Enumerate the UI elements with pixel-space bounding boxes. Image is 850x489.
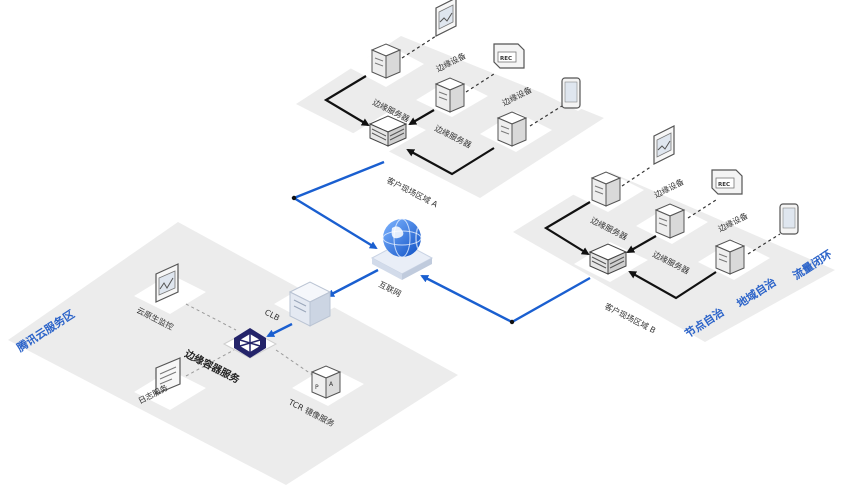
svg-text:REC: REC <box>500 56 512 62</box>
server-icon <box>434 77 466 113</box>
server-icon <box>370 43 402 79</box>
server-icon <box>654 203 686 239</box>
globe-icon <box>370 218 434 280</box>
monitor-icon <box>435 0 457 37</box>
site-b-flows <box>543 201 717 300</box>
load-balancer-icon <box>288 281 332 327</box>
site-a-flows <box>323 75 495 176</box>
cloud-region-bg <box>8 222 458 485</box>
link-junction-dots <box>291 195 515 325</box>
label-edge-device: 边缘设备 <box>652 176 685 199</box>
tablet-icon <box>779 203 799 235</box>
server-rack-icon <box>588 243 628 275</box>
rec-camera-icon: REC <box>493 43 525 69</box>
tablet-icon <box>561 77 581 109</box>
svg-text:A: A <box>329 381 334 388</box>
tile <box>134 370 206 410</box>
monitor-icon <box>155 263 179 303</box>
registry-icon: A P <box>310 365 342 399</box>
server-icon <box>714 239 746 275</box>
dashed-links <box>401 35 781 255</box>
gear-icon <box>222 328 278 359</box>
server-icon <box>496 111 528 147</box>
server-icon <box>590 171 622 207</box>
rec-camera-icon: REC <box>711 169 743 195</box>
server-rack-icon <box>368 115 408 147</box>
svg-text:REC: REC <box>718 182 730 188</box>
svg-text:P: P <box>315 384 319 391</box>
tile <box>640 130 712 170</box>
cloud-dashed-links <box>185 303 315 377</box>
site-b-region-bg <box>513 172 835 342</box>
log-document-icon <box>155 357 181 395</box>
label-site-a: 客户现场区域 A <box>385 175 440 210</box>
label-internet: 互联网 <box>377 280 402 299</box>
monitor-icon <box>653 125 675 165</box>
